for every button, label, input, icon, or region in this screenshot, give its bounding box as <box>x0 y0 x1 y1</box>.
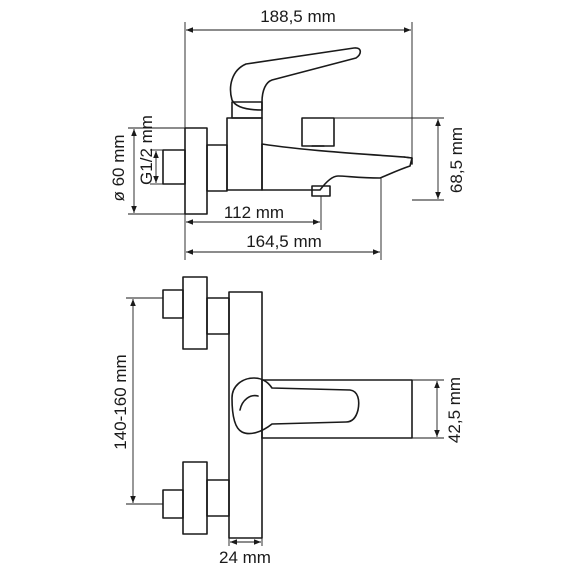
dim-spout-distance: 112 mm <box>186 196 322 230</box>
total-length-label: 188,5 mm <box>260 7 336 26</box>
spout-distance-label: 112 mm <box>224 203 284 222</box>
front-handle <box>231 377 360 435</box>
handle-height-label: 42,5 mm <box>445 377 464 443</box>
body-width-label: 24 mm <box>219 548 271 567</box>
side-view <box>162 47 413 215</box>
valve-body <box>226 117 263 191</box>
thread-label: G1/2 mm <box>137 115 156 185</box>
top-nut <box>206 297 230 335</box>
dim-body-length: 164,5 mm <box>184 178 382 260</box>
bottom-nut <box>206 479 230 517</box>
spout <box>261 143 413 191</box>
lever-handle <box>229 47 362 111</box>
top-flange <box>182 276 208 350</box>
diameter-label: ø 60 mm <box>109 134 128 201</box>
body-length-label: 164,5 mm <box>246 232 322 251</box>
bottom-flange <box>182 461 208 535</box>
dim-center-distance: 140-160 mm <box>111 297 163 505</box>
center-distance-label: 140-160 mm <box>111 354 130 449</box>
thread-pipe <box>162 149 186 185</box>
wall-flange <box>184 127 208 215</box>
front-view <box>162 276 413 539</box>
dim-total-length: 188,5 mm <box>184 7 413 160</box>
height-label: 68,5 mm <box>447 127 466 193</box>
handle-highlight <box>239 394 259 411</box>
connection-nut <box>206 144 228 192</box>
diverter-knob <box>301 117 335 147</box>
dim-diameter: ø 60 mm G1/2 mm <box>109 115 185 215</box>
dim-body-width: 24 mm <box>219 538 271 567</box>
dim-height: 68,5 mm <box>334 117 466 201</box>
dim-handle-height: 42,5 mm <box>412 377 464 443</box>
top-thread <box>162 289 184 319</box>
front-spout <box>261 379 413 439</box>
bottom-thread <box>162 489 184 519</box>
